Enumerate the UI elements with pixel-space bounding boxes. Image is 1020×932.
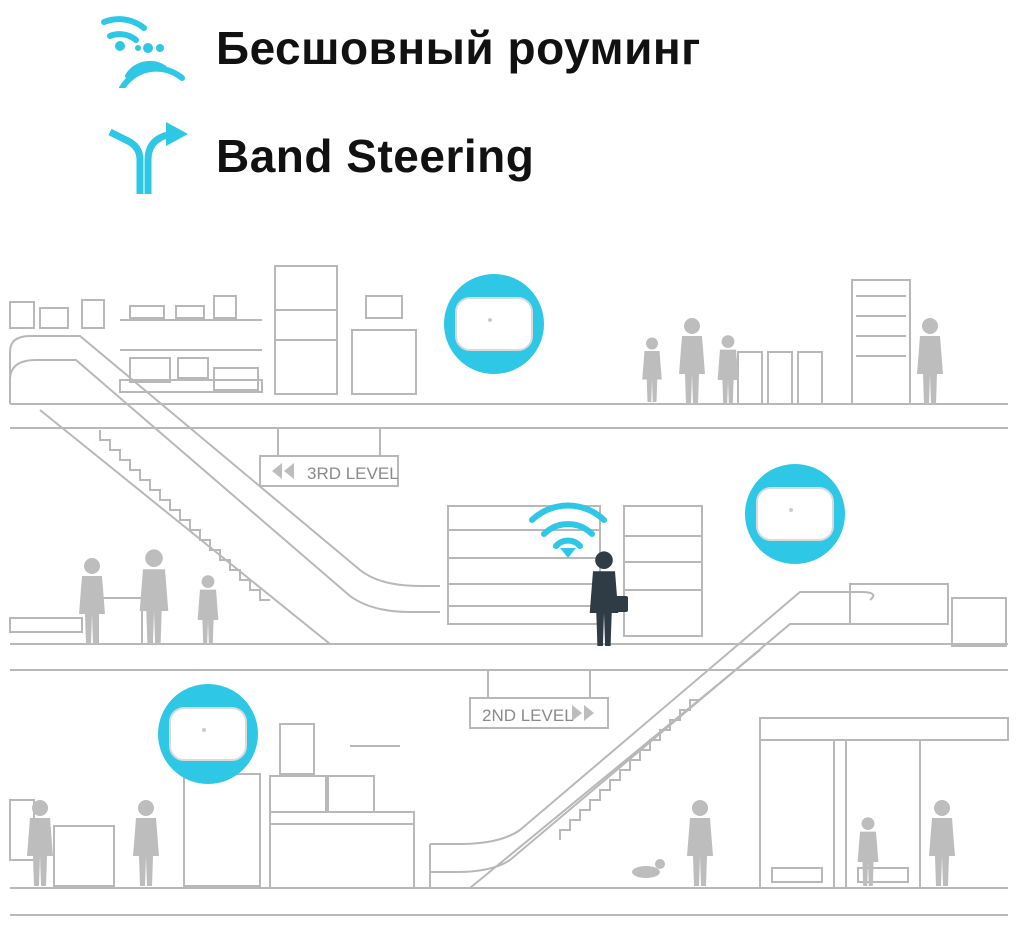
feature-band-steering: Band Steering — [100, 116, 534, 196]
access-point-icon — [443, 273, 545, 375]
level2-sign-text: 2ND LEVEL — [482, 706, 574, 725]
person-with-phone — [529, 502, 628, 646]
feature-label: Band Steering — [216, 130, 535, 182]
wifi-roaming-icon — [100, 8, 190, 88]
feature-label: Бесшовный роуминг — [216, 22, 701, 74]
wifi-signal-icon — [529, 502, 607, 549]
band-steering-fork-icon — [100, 116, 190, 196]
access-point-icon — [744, 463, 846, 565]
access-point-icon — [157, 683, 259, 785]
mall-illustration: 3RD LEVEL 2ND LEVEL — [9, 265, 1009, 916]
level3-sign-text: 3RD LEVEL — [307, 464, 399, 483]
feature-seamless-roaming: Бесшовный роуминг — [100, 8, 701, 88]
